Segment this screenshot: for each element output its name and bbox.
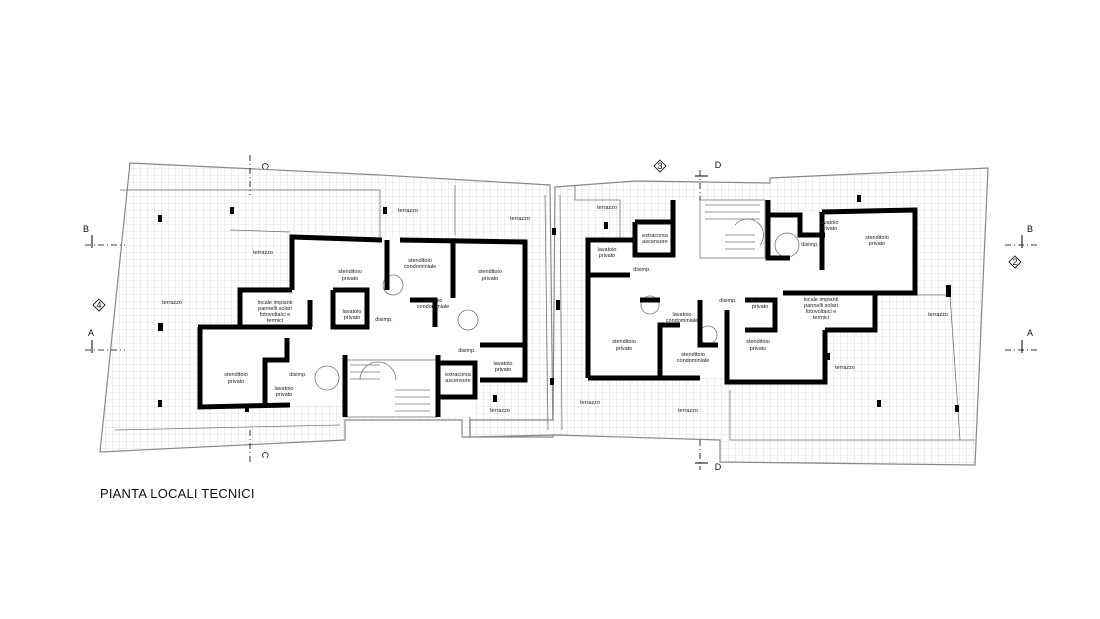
stairs-right — [699, 199, 766, 259]
label-line: termici — [267, 318, 283, 324]
label-disimp: disimp. — [289, 372, 307, 378]
stairs-left — [344, 359, 438, 418]
label-locale-impianti: locale impianti — [258, 300, 293, 306]
label-line: privato — [342, 276, 359, 282]
section-markers: B A B A C C D D — [83, 155, 1040, 472]
section-d-bottom: D — [715, 462, 722, 472]
label-terrazzo: terrazzo — [580, 400, 600, 406]
label-line: privato — [482, 276, 499, 282]
axis-2: 2 — [1012, 257, 1017, 267]
label-terrazzo: terrazzo — [597, 205, 617, 211]
columns — [158, 195, 959, 412]
label-terrazzo: terrazzo — [162, 300, 182, 306]
label-extracorsa-ascensore: extracorsa — [445, 372, 472, 378]
section-c-top: C — [260, 163, 270, 170]
label-stenditoio-privato: stenditoio — [865, 235, 889, 241]
label-disimp: disimp. — [801, 242, 819, 248]
room-labels-right: terrazzo terrazzo terrazzo terrazzo terr… — [580, 205, 948, 414]
label-line: privato — [616, 346, 633, 352]
label-terrazzo: terrazzo — [678, 408, 698, 414]
label-terrazzo: terrazzo — [253, 250, 273, 256]
label-extracorsa-ascensore: extracorsa — [642, 233, 669, 239]
label-line: condominiale — [417, 304, 449, 310]
section-c-bottom: C — [260, 452, 270, 459]
label-stenditoio-privato: stenditoio — [478, 269, 502, 275]
section-b-right: B — [1027, 224, 1033, 234]
interior-right — [588, 200, 915, 382]
label-lavatoio-privato: lavatoio — [598, 247, 617, 253]
label-line: fotovoltaici e — [806, 309, 837, 315]
axis-4: 4 — [96, 300, 101, 310]
section-b-left: B — [83, 224, 89, 234]
label-terrazzo: terrazzo — [490, 408, 510, 414]
axis-3: 3 — [657, 161, 662, 171]
axis-markers: 4 3 2 — [92, 159, 1022, 312]
label-lavatoio-privato: lavatoio — [275, 386, 294, 392]
label-line: ascensore — [642, 239, 667, 245]
label-line: privato — [821, 226, 838, 232]
section-a-right: A — [1027, 328, 1033, 338]
label-stenditoio-privato: stenditoio — [338, 269, 362, 275]
label-line: condominiale — [677, 358, 709, 364]
section-d-top: D — [715, 160, 722, 170]
label-line: privato — [752, 304, 769, 310]
label-terrazzo: terrazzo — [928, 312, 948, 318]
label-line: condominiale — [404, 264, 436, 270]
walls-right — [585, 200, 918, 385]
label-line: privato — [228, 379, 245, 385]
label-disimp: disimp. — [375, 317, 393, 323]
label-line: privato — [495, 367, 512, 373]
label-stenditoio-privato: stenditoio — [746, 339, 770, 345]
label-lavatoio-condominiale: lavatoio — [673, 312, 692, 318]
label-stenditoio-privato: stenditoio — [612, 339, 636, 345]
label-lavatoio-privato: lavatoio — [343, 309, 362, 315]
label-lavatoio-condominiale: lavatoio — [424, 298, 443, 304]
label-line: termici — [813, 315, 829, 321]
drawing-title: PIANTA LOCALI TECNICI — [100, 486, 255, 501]
label-stenditoio-privato: stenditoio — [224, 372, 248, 378]
label-line: privato — [276, 392, 293, 398]
label-terrazzo: terrazzo — [835, 365, 855, 371]
label-locale-impianti: locale impianti — [804, 297, 839, 303]
label-line: pannelli solari — [258, 306, 292, 312]
label-line: ascensore — [445, 378, 470, 384]
section-a-left: A — [88, 328, 94, 338]
label-line: privato — [869, 241, 886, 247]
room-labels-left: terrazzo terrazzo terrazzo terrazzo terr… — [162, 208, 530, 414]
label-line: condominiale — [666, 318, 698, 324]
label-lavatoio-privato: lavatoio — [751, 298, 770, 304]
label-lavatoio-privato: lavatoio — [820, 220, 839, 226]
label-disimp: disimp. — [633, 267, 651, 273]
label-terrazzo: terrazzo — [398, 208, 418, 214]
label-line: fotovoltaici e — [260, 312, 291, 318]
label-line: pannelli solari — [804, 303, 838, 309]
walls-left — [197, 234, 528, 417]
label-line: privato — [344, 315, 361, 321]
label-stenditoio-condominiale: stenditoio — [408, 258, 432, 264]
label-disimp: disimp. — [719, 298, 737, 304]
label-stenditoio-condominiale: stenditoio — [681, 352, 705, 358]
label-terrazzo: terrazzo — [510, 216, 530, 222]
label-line: privato — [750, 346, 767, 352]
label-disimp: disimp. — [458, 348, 476, 354]
label-lavatoio-privato: lavatoio — [494, 361, 513, 367]
label-line: privato — [599, 253, 616, 259]
